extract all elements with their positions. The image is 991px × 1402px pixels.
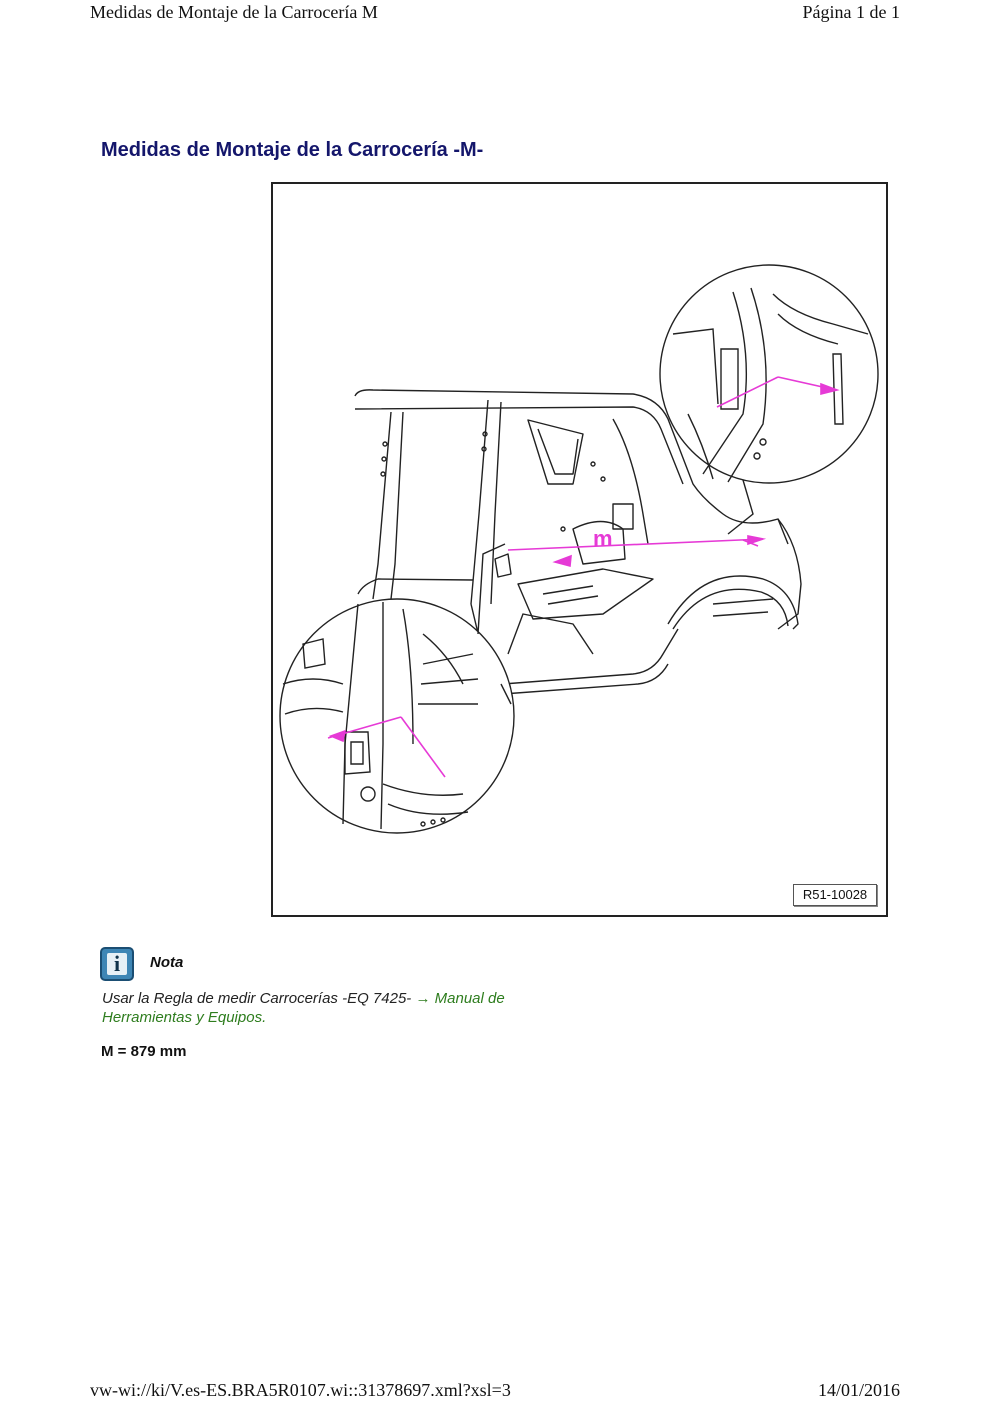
note-title: Nota [150,954,184,971]
measurement-value: M = 879 mm [101,1043,187,1060]
note-body: Usar la Regla de medir Carrocerías -EQ 7… [102,990,412,1007]
header-title: Medidas de Montaje de la Carrocería M [90,2,378,22]
footer-url: vw-wi://ki/V.es-ES.BRA5R0107.wi::3137869… [90,1380,511,1400]
page-number: Página 1 de 1 [802,2,900,22]
info-icon: i [100,947,134,981]
page-title: Medidas de Montaje de la Carrocería -M- [101,139,484,161]
footer-date: 14/01/2016 [817,1380,900,1400]
figure-code: R51-10028 [793,884,877,906]
manual-link[interactable]: → Manual de Herramientas y Equipos. [102,990,505,1026]
car-body-diagram: m [279,264,879,834]
note-text: Usar la Regla de medir Carrocerías -EQ 7… [102,989,572,1027]
measure-label: m [593,526,613,551]
body-diagram-figure: m R51-10028 [271,182,888,917]
